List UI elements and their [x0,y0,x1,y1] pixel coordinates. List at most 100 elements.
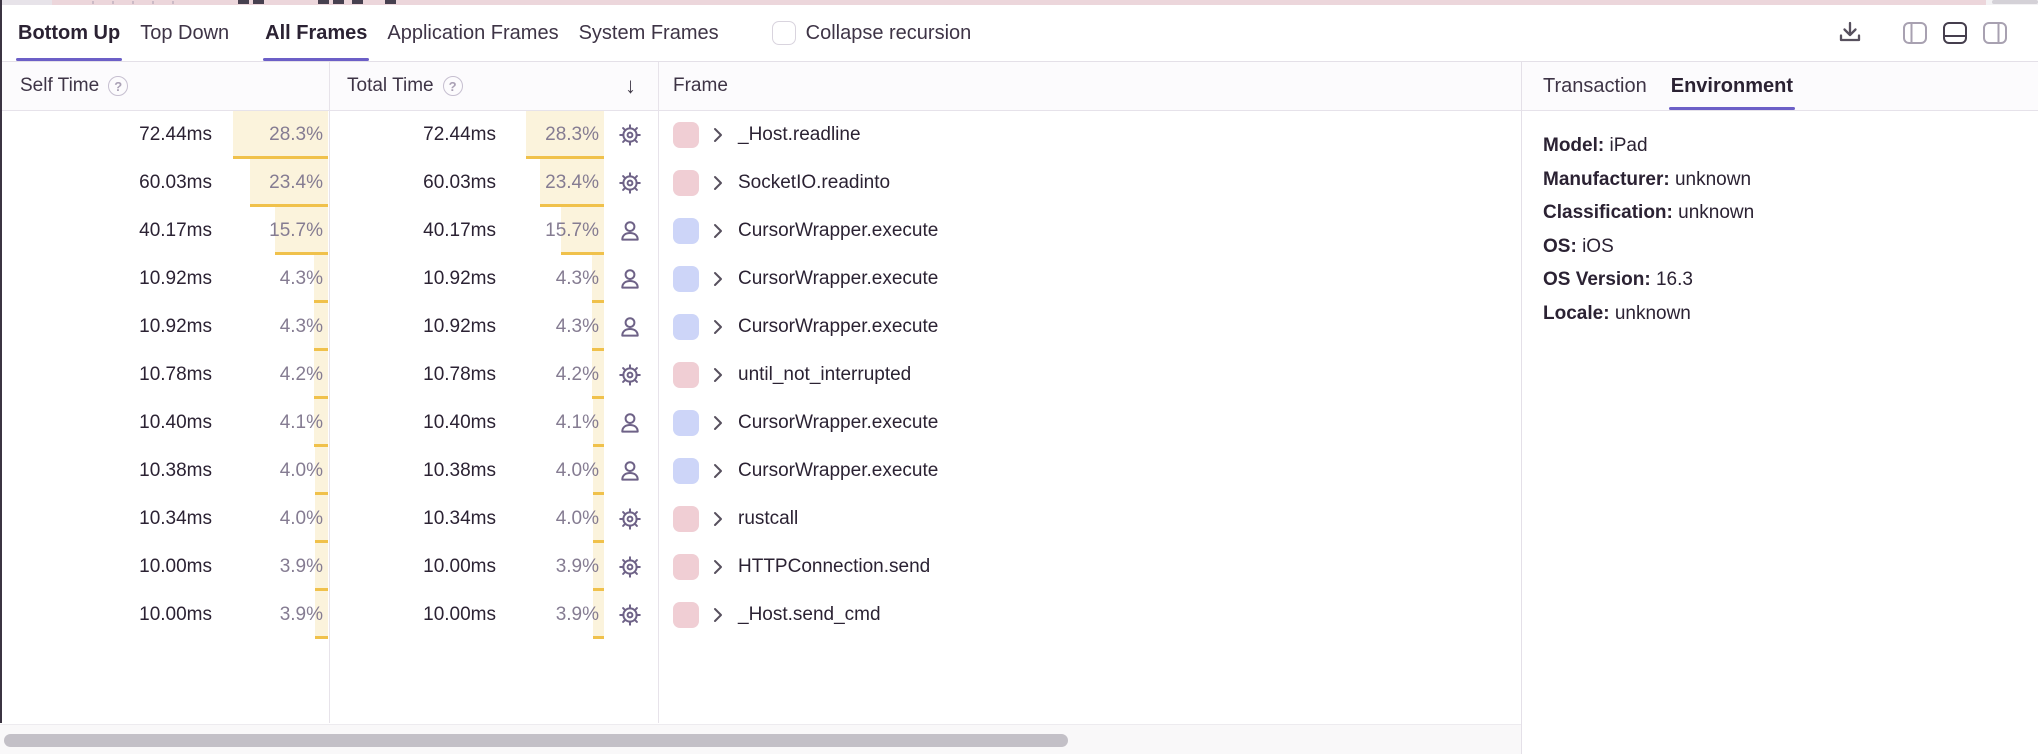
chevron-right-icon[interactable] [713,559,723,575]
chevron-right-icon[interactable] [713,463,723,479]
table-row[interactable]: 40.17ms 15.7% 40.17ms 15.7% [0,207,1521,255]
chevron-right-icon[interactable] [713,607,723,623]
frame-header-label: Frame [673,75,728,96]
self-percent-value: 3.9% [279,604,323,625]
frame-color-swatch [673,122,699,148]
total-percent-bar [592,303,604,351]
frame-filter-tab-label: System Frames [578,21,719,44]
total-time-value: 10.00ms [423,604,496,625]
table-row[interactable]: 10.40ms 4.1% 10.40ms 4.1% [0,399,1521,447]
sort-descending-icon[interactable]: ↓ [625,73,636,98]
table-row[interactable]: 60.03ms 23.4% 60.03ms 23.4% [0,159,1521,207]
table-row[interactable]: 72.44ms 28.3% 72.44ms 28.3% [0,111,1521,159]
frame-name: until_not_interrupted [738,364,912,385]
minimap-mark [352,0,363,4]
total-time-value: 10.92ms [423,268,496,289]
chevron-right-icon[interactable] [713,319,723,335]
frame-cell: CursorWrapper.execute [658,207,1521,255]
horizontal-scrollbar-thumb[interactable] [4,734,1068,747]
chevron-right-icon[interactable] [713,127,723,143]
self-time-value: 60.03ms [139,172,212,193]
total-percent-bar [592,399,604,447]
total-percent-bar [539,159,604,207]
detail-value: iPad [1610,135,1648,156]
total-time-cell: 10.92ms 4.3% [329,303,658,351]
table-row[interactable]: 10.00ms 3.9% 10.00ms 3.9% [0,543,1521,591]
frame-color-swatch [673,170,699,196]
frame-color-swatch [673,506,699,532]
table-row[interactable]: 10.92ms 4.3% 10.92ms 4.3% [0,303,1521,351]
total-percent-bar [593,591,604,639]
minimap-mark [318,0,329,4]
gear-icon [619,604,641,626]
user-icon [621,221,639,241]
frame-name: CursorWrapper.execute [738,412,939,433]
frame-filter-tab-group: All Frames Application Frames System Fra… [263,5,738,61]
details-panel-tab[interactable]: Environment [1668,62,1796,110]
detail-value-text: unknown [1614,302,1691,324]
minimap-scroll-thumb[interactable] [1992,0,2038,4]
self-percent-bar [314,591,328,639]
chevron-right-icon[interactable] [713,223,723,239]
self-percent-cell: 4.1% [232,399,328,447]
self-percent-value: 28.3% [269,124,323,145]
frame-type-icon-box [617,602,643,628]
table-row[interactable]: 10.00ms 3.9% 10.00ms 3.9% [0,591,1521,639]
view-tab[interactable]: Bottom Up [15,5,123,61]
self-time-cell: 10.92ms 4.3% [0,255,329,303]
dock-bottom-icon[interactable] [1942,20,1968,46]
collapse-recursion-checkbox[interactable] [771,21,796,45]
minimap-tick [172,1,174,4]
download-icon[interactable] [1836,19,1864,47]
chevron-right-icon[interactable] [713,367,723,383]
self-percent-value: 23.4% [269,172,323,193]
detail-row: Model: iPad [1543,129,2017,163]
table-row[interactable]: 10.92ms 4.3% 10.92ms 4.3% [0,255,1521,303]
collapse-recursion-toggle[interactable]: Collapse recursion [771,21,971,45]
total-percent-value: 15.7% [545,220,599,241]
chevron-right-icon[interactable] [713,511,723,527]
self-time-cell: 10.34ms 4.0% [0,495,329,543]
view-tab[interactable]: Top Down [140,5,229,61]
flamegraph-minimap-edge [0,0,2038,5]
horizontal-scrollbar-track[interactable] [0,724,1521,754]
detail-value-text: iPad [1609,135,1648,156]
total-percent-bar [560,207,604,255]
total-percent-value: 3.9% [555,604,599,625]
details-panel-tab[interactable]: Transaction [1543,62,1647,110]
self-percent-cell: 28.3% [232,111,328,159]
detail-value-text: iOS [1582,235,1614,257]
table-row[interactable]: 10.34ms 4.0% 10.34ms 4.0% [0,495,1521,543]
self-time-cell: 10.78ms 4.2% [0,351,329,399]
total-time-cell: 10.78ms 4.2% [329,351,658,399]
total-percent-value: 3.9% [555,556,599,577]
help-icon[interactable]: ? [442,76,463,96]
total-time-value: 60.03ms [423,172,496,193]
table-row[interactable]: 10.38ms 4.0% 10.38ms 4.0% [0,447,1521,495]
self-percent-bar [314,399,328,447]
self-percent-bar [314,495,328,543]
total-percent-bar [526,111,604,159]
total-time-value: 10.92ms [423,316,496,337]
chevron-right-icon[interactable] [713,271,723,287]
dock-left-icon[interactable] [1902,20,1928,46]
self-percent-cell: 4.3% [232,303,328,351]
frame-type-icon-box [617,362,643,388]
frame-filter-tab[interactable]: All Frames [263,5,370,61]
frame-color-swatch [673,458,699,484]
chevron-right-icon[interactable] [713,415,723,431]
self-percent-value: 4.1% [279,412,323,433]
self-percent-bar [249,159,328,207]
self-percent-bar [313,303,328,351]
frame-filter-tab-label: All Frames [265,21,368,44]
total-time-cell: 10.92ms 4.3% [329,255,658,303]
frame-filter-tab[interactable]: Application Frames [387,5,558,61]
chevron-right-icon[interactable] [713,175,723,191]
self-percent-value: 4.3% [279,268,323,289]
table-row[interactable]: 10.78ms 4.2% 10.78ms 4.2% [0,351,1521,399]
help-icon[interactable]: ? [108,76,129,96]
dock-right-icon[interactable] [1982,20,2008,46]
frame-filter-tab[interactable]: System Frames [579,5,719,61]
total-percent-bar [592,255,604,303]
total-time-cell: 10.38ms 4.0% [329,447,658,495]
